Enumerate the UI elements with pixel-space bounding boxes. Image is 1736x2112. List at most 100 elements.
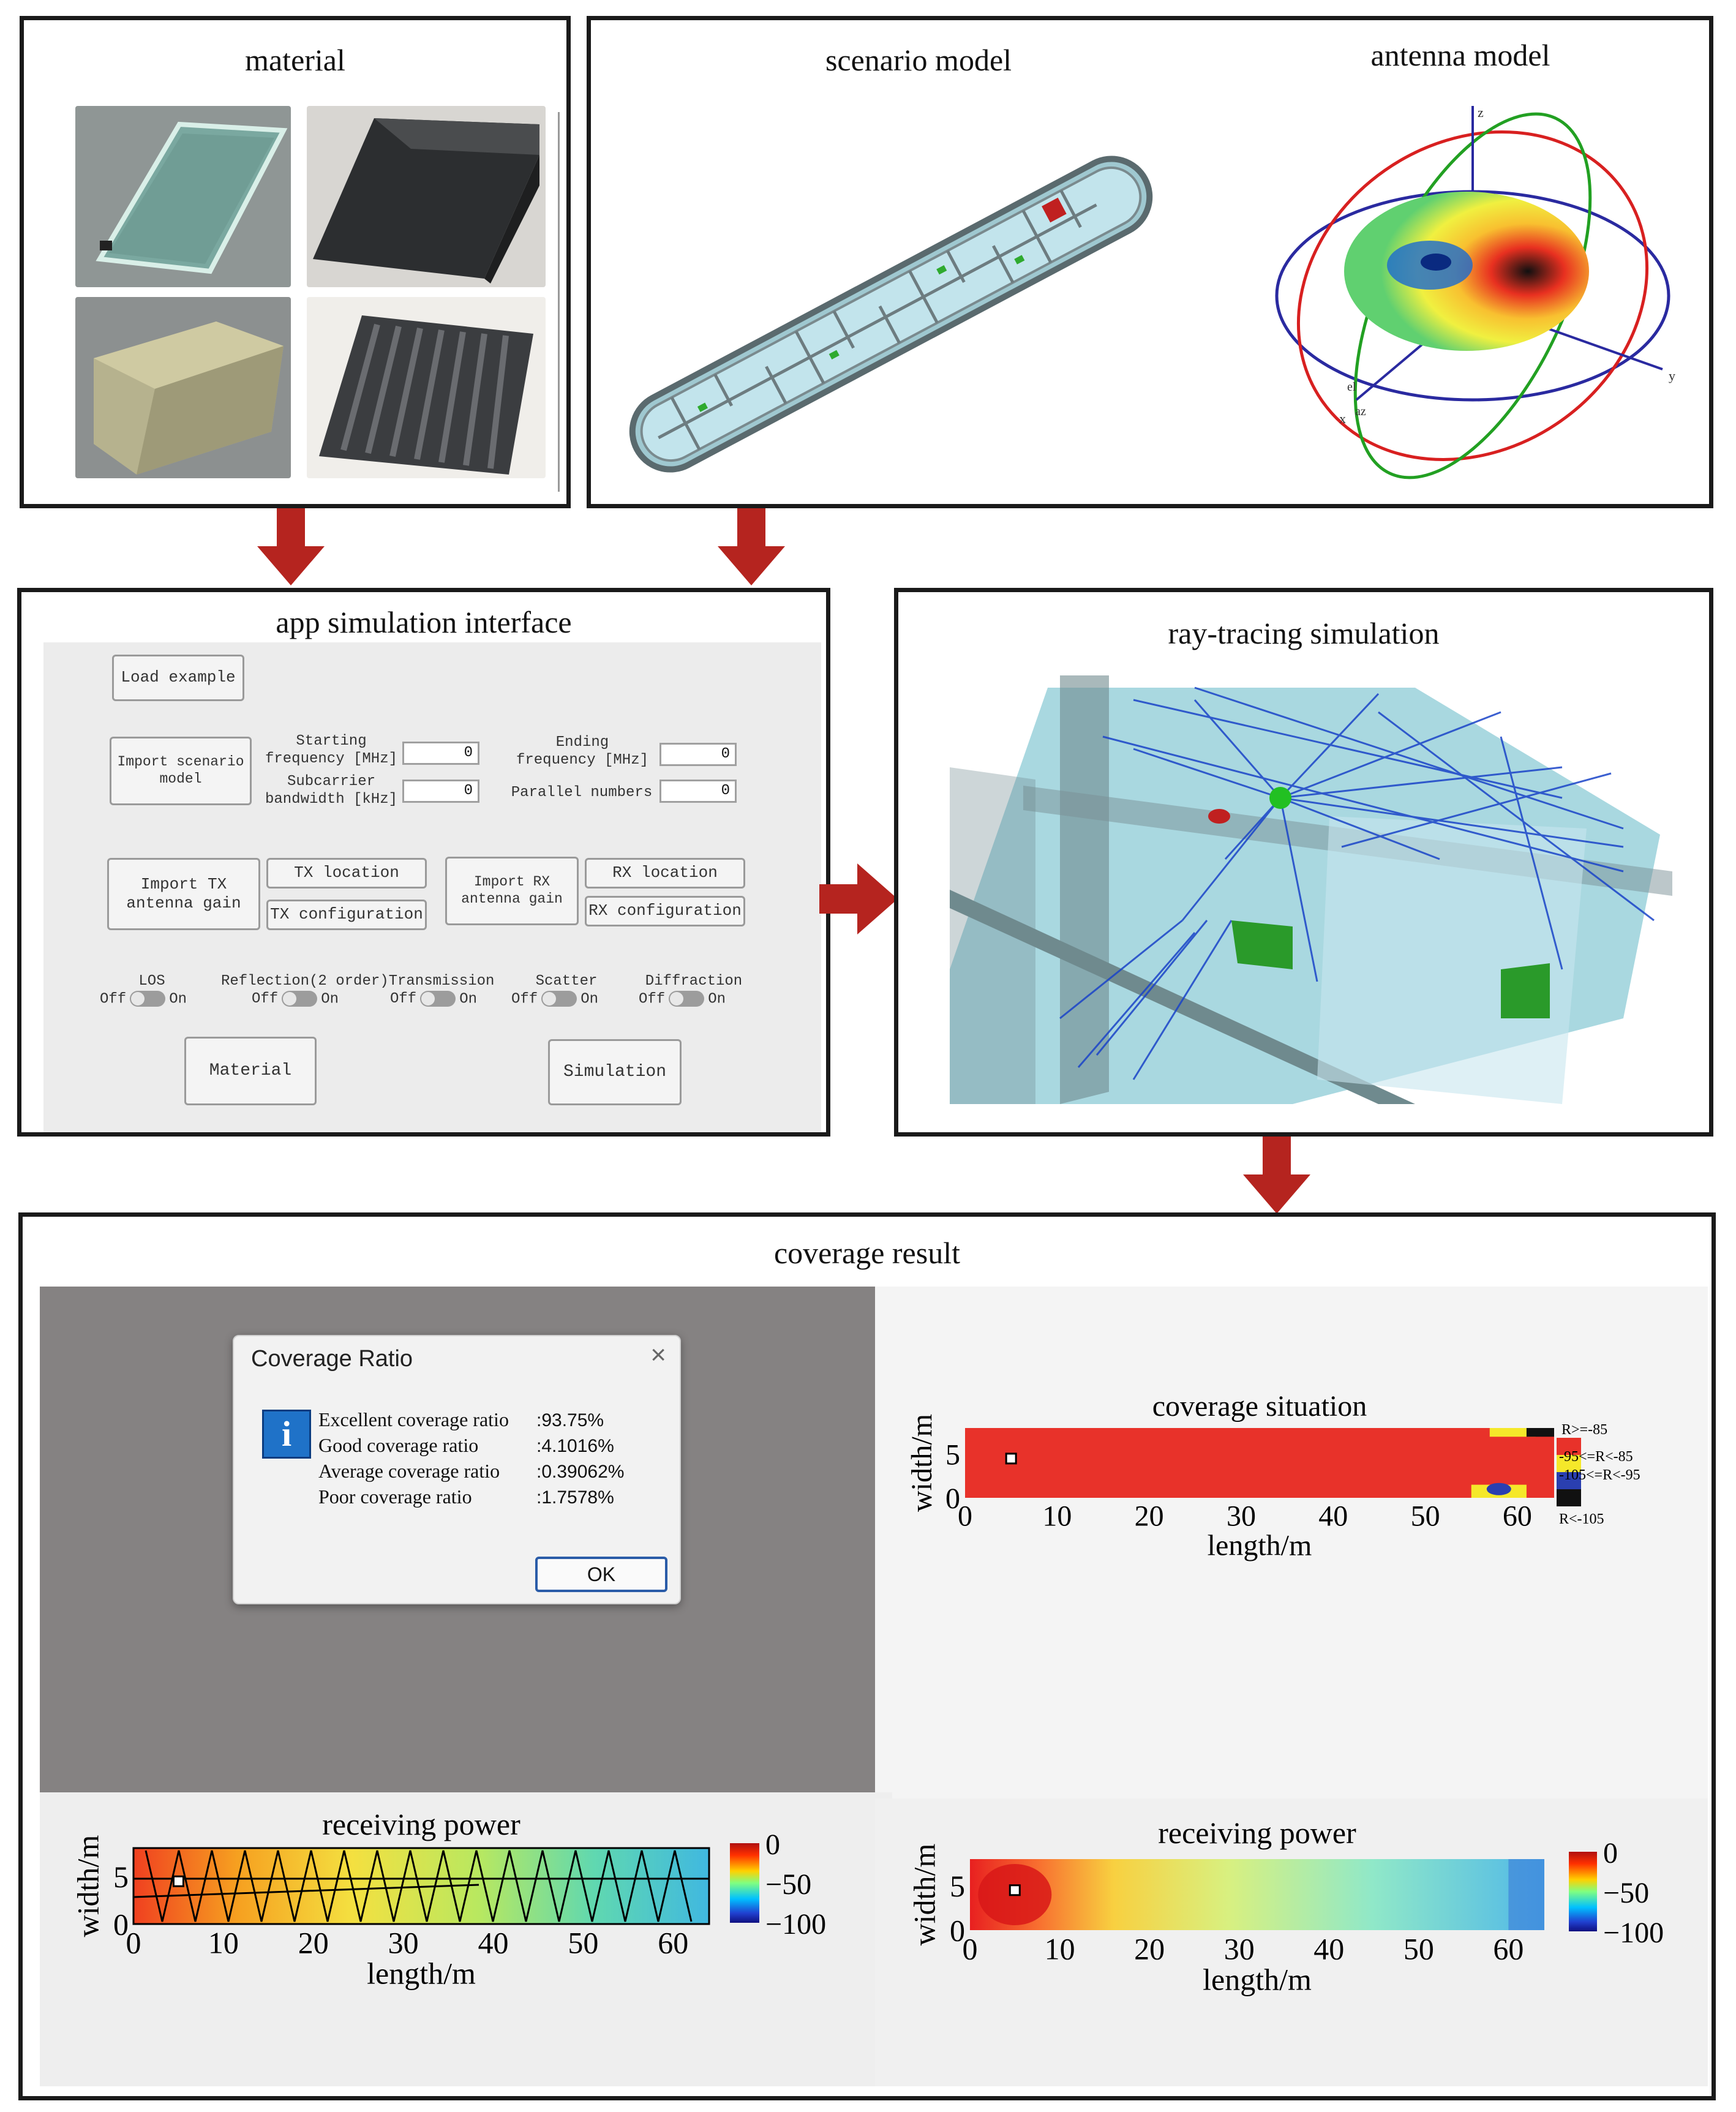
carpet-sample-image [307,297,546,478]
ratio-label: Average coverage ratio [318,1460,500,1482]
coverage-ratio-list: Excellent coverage ratio:93.75% Good cov… [318,1407,624,1510]
legend-label: R>=-85 [1561,1422,1607,1438]
panel-title: antenna model [1370,38,1550,72]
rx-location-button[interactable]: RX location [585,858,745,889]
parallel-numbers-label: Parallel numbers [511,784,653,801]
ratio-row: Good coverage ratio:4.1016% [318,1433,624,1459]
panel-title: app simulation interface [205,602,642,642]
raytracing-panel: ray-tracing simulation [894,588,1713,1137]
tx-marker [1005,1452,1017,1465]
button-label: Import scenario [117,754,244,770]
coverage-panel: coverage result [18,1212,1716,2100]
x-axis-label: length/m [1208,1530,1312,1562]
axis-label: y [1669,368,1675,383]
ratio-value: :4.1016% [536,1436,614,1456]
x-tick-label: 50 [1411,1500,1440,1533]
import-scenario-button[interactable]: Import scenario model [110,737,252,805]
scenario-model-image [629,156,1153,473]
y-tick-label: 0 [945,1483,960,1515]
flow-arrow-down [718,508,785,585]
starting-frequency-input[interactable]: 0 [402,742,479,765]
starting-frequency-label: Starting frequency [MHz] [258,733,405,769]
button-label: antenna gain [126,894,241,912]
material-button[interactable]: Material [184,1037,317,1105]
simulation-button[interactable]: Simulation [548,1039,682,1105]
coverage-ratio-dialog: Coverage Ratio × i Excellent coverage ra… [233,1335,681,1604]
tx-marker [1009,1884,1021,1896]
toggle-label: Reflection(2 order) [221,973,389,990]
colorbar-tick-label: 0 [765,1828,780,1861]
glass-sample-image [75,106,291,287]
receiving-power-area-left [40,1792,892,2086]
y-tick-label: 5 [945,1439,960,1471]
x-tick-label: 10 [1042,1500,1072,1533]
toggle-switch[interactable] [282,990,318,1007]
button-label: Import TX [140,874,227,893]
colorbar-tick-label: −100 [765,1908,826,1941]
colorbar [730,1843,759,1923]
x-tick-label: 40 [478,1926,509,1960]
axis-label: az [1355,405,1366,418]
info-icon: i [262,1410,311,1459]
import-rx-gain-button[interactable]: Import RX antenna gain [445,857,579,925]
x-tick-label: 50 [1403,1932,1434,1966]
subcarrier-bandwidth-label: Subcarrier bandwidth [kHz] [258,773,405,809]
colorbar-tick-label: −100 [1603,1917,1664,1949]
panel-title: ray-tracing simulation [1168,616,1440,650]
y-tick-label: 0 [113,1907,129,1942]
close-icon[interactable]: × [650,1340,666,1370]
x-tick-label: 10 [1045,1932,1075,1966]
x-tick-label: 20 [1134,1932,1165,1966]
subcarrier-bandwidth-input[interactable]: 0 [402,780,479,803]
heatmap-edge [1508,1859,1544,1930]
parallel-numbers-input[interactable]: 0 [659,780,737,803]
x-tick-label: 30 [388,1926,419,1960]
ratio-value: :0.39062% [536,1462,625,1482]
y-axis-label: width/m [907,1844,942,1946]
coverage-excellent-region [965,1428,1554,1498]
toggle-label: Transmission [388,973,495,990]
x-axis-label: length/m [1203,1963,1312,1997]
rx-configuration-button[interactable]: RX configuration [585,896,745,926]
tx-configuration-button[interactable]: TX configuration [266,900,427,930]
dialog-title: Coverage Ratio [251,1346,413,1372]
button-label: model [159,771,202,787]
y-tick-label: 5 [950,1869,965,1903]
legend-swatch [1557,1455,1581,1472]
panel-title: scenario model [825,43,1012,77]
toggle-label: Scatter [535,973,598,990]
ray-paths [1059,686,1655,1080]
legend-swatch [1557,1472,1581,1489]
toggle-switch[interactable] [420,990,456,1007]
x-tick-label: 0 [126,1926,141,1960]
ratio-row: Excellent coverage ratio:93.75% [318,1407,624,1433]
label-line: Ending [555,734,609,751]
toggle-switch[interactable] [669,990,705,1007]
material-panel: material [20,16,571,508]
flow-arrow-down [257,508,325,585]
coverage-situation-area [875,1287,1708,1798]
x-tick-label: 60 [1503,1500,1532,1533]
toggle-off-label: Off [252,991,279,1008]
toggle-on-label: On [321,991,339,1008]
ratio-row: Average coverage ratio :0.39062% [318,1459,624,1484]
colorbar-tick-label: 0 [1603,1837,1618,1870]
reflection-toggle[interactable]: Reflection(2 order) Off On [221,973,389,1008]
toggle-switch[interactable] [130,990,166,1007]
ok-button[interactable]: OK [535,1557,667,1592]
y-axis-label: width/m [906,1414,938,1512]
ending-frequency-input[interactable]: 0 [659,743,737,766]
toggle-switch[interactable] [541,990,577,1007]
load-example-button[interactable]: Load example [112,655,244,701]
tx-location-button[interactable]: TX location [266,858,427,889]
axis-label: x [1339,411,1346,426]
antenna-pattern-image: z y x el az [1275,105,1675,479]
import-tx-gain-button[interactable]: Import TX antenna gain [107,858,260,930]
x-tick-label: 50 [568,1926,598,1960]
legend-swatch [1557,1438,1581,1455]
